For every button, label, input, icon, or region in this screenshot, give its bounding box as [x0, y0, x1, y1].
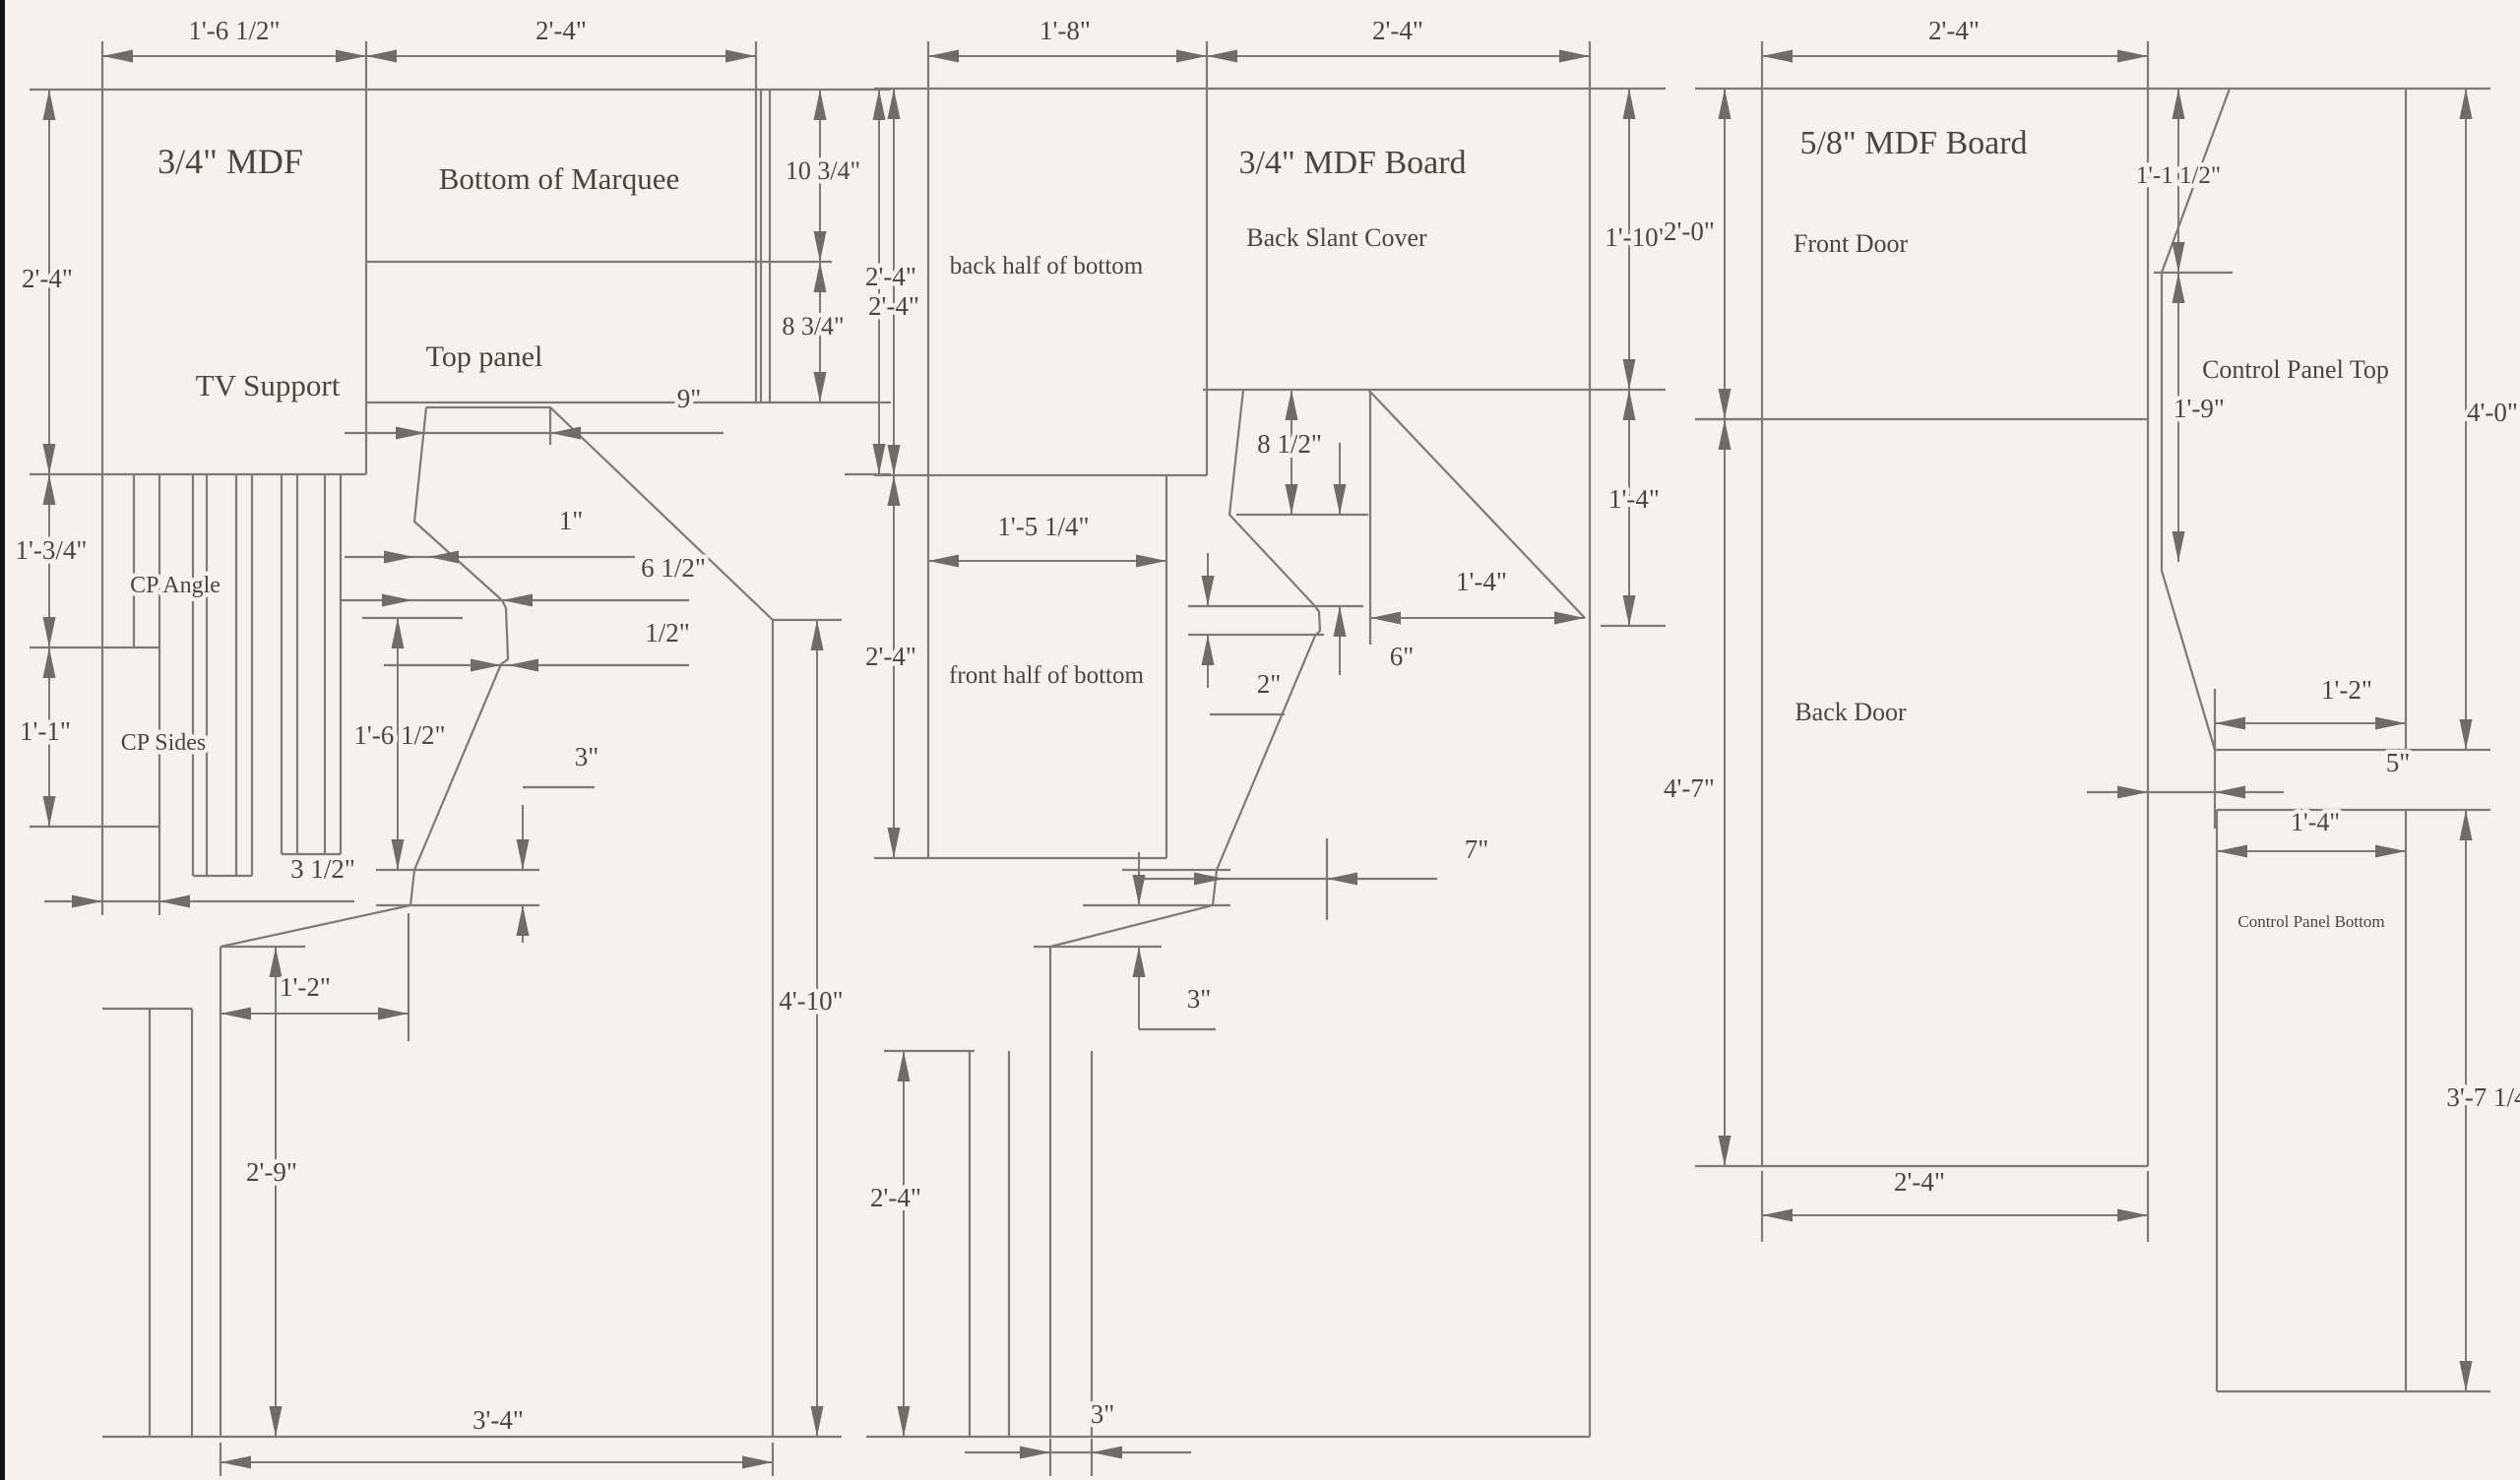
right-sheet-dimensions: [1718, 49, 2473, 1391]
left-sheet-dim-bezel-1: 1": [559, 506, 584, 535]
back-slant-line: [1367, 389, 1586, 619]
left-sheet-dim-left-height-2: 1'-3/4": [16, 535, 88, 565]
right-sheet-dim-back-door-height: 4'-7": [1664, 773, 1715, 803]
middle-sheet-dim-left-height-2: 2'-4": [865, 642, 916, 671]
right-sheet-dim-cpt-upper: 1'-9": [2174, 394, 2225, 423]
middle-sheet-dim-back-cover-height: 1'-10": [1605, 222, 1669, 252]
middle-sheet-dim-notch-2: 2": [1257, 669, 1282, 699]
left-sheet-dim-left-height-3: 1'-1": [20, 716, 71, 746]
left-sheet-dim-marquee-top: 9": [677, 384, 702, 413]
left-sheet-part-cp-sides: CP Sides: [121, 730, 206, 756]
scan-edge-artifact: [0, 0, 5, 1480]
left-sheet-dim-bottom-width: 3'-4": [472, 1405, 524, 1435]
right-sheet-dim-cpt-bottom-width: 1'-2": [2321, 675, 2372, 705]
right-sheet-sheet-title: 5/8" MDF Board: [1799, 125, 2027, 161]
middle-sheet-dim-bottom-3: 3": [1091, 1399, 1115, 1429]
right-sheet-dim-cpt-height: 4'-0": [2467, 398, 2518, 427]
middle-sheet-dim-wrist-7: 7": [1465, 834, 1489, 864]
middle-sheet-dim-marquee-front: 8 1/2": [1257, 429, 1322, 459]
right-sheet-dim-cpt-slant: 1'-1 1/2": [2136, 162, 2221, 189]
left-sheet-part-bottom-of-marquee: Bottom of Marquee: [439, 161, 680, 196]
left-sheet-dim-marquee-height: 10 3/4": [786, 156, 860, 185]
middle-sheet-part-back-slant-cover: Back Slant Cover: [1246, 223, 1427, 252]
middle-sheet-dim-bottom-height: 2'-4": [870, 1183, 921, 1212]
left-sheet-dim-top-width-2: 2'-4": [536, 16, 587, 45]
left-sheet-dim-kick-3half: 3 1/2": [290, 854, 355, 884]
middle-sheet-dim-front-half-width: 1'-5 1/4": [997, 512, 1089, 541]
right-sheet-dim-top-width: 2'-4": [1928, 16, 1980, 45]
labels-layer: 1'-6 1/2" 2'-4" 3/4" MDF Bottom of MarqueeT…: [11, 12, 2520, 1440]
right-sheet-dim-cpb-width: 1'-4": [2291, 808, 2340, 836]
middle-sheet-dim-notch-6: 6": [1390, 642, 1415, 671]
right-sheet-part-control-panel-top: Control Panel Top: [2202, 355, 2389, 384]
middle-sheet-dim-slant-run: 1'-4": [1456, 567, 1507, 596]
right-sheet-part-back-door: Back Door: [1795, 698, 1907, 726]
left-sheet-part-tv-support: TV Support: [196, 368, 341, 402]
left-sheet-dim-top-panel-height: 8 3/4": [782, 312, 844, 340]
middle-sheet-dim-left-height-1: 2'-4": [865, 262, 916, 291]
left-sheet-part-top-panel: Top panel: [426, 340, 543, 373]
right-sheet-part-front-door: Front Door: [1794, 229, 1909, 258]
left-sheet-part-cp-angle: CP Angle: [130, 573, 220, 598]
left-sheet-dim-bezel-6half: 6 1/2": [641, 553, 706, 583]
left-sheet-dim-left-height-1: 2'-4": [22, 264, 73, 293]
right-sheet-dim-bottom-width: 2'-4": [1894, 1167, 1945, 1197]
left-sheet-sheet-title: 3/4" MDF: [158, 142, 303, 181]
middle-sheet-part-front-half-of-bottom: front half of bottom: [949, 662, 1144, 689]
middle-sheet-dim-top-width-2: 2'-4": [1372, 16, 1423, 45]
middle-sheet-geometry: [866, 41, 1666, 1476]
back-slant-profile: [1049, 389, 1322, 949]
middle-sheet-sheet-title: 3/4" MDF Board: [1238, 145, 1466, 181]
left-sheet-dim-bezel-half: 1/2": [645, 618, 690, 648]
left-sheet-dim-front-lower: 2'-9": [246, 1157, 297, 1187]
middle-sheet-dim-step-3: 3": [1187, 984, 1212, 1014]
left-sheet-geometry: [30, 41, 891, 1476]
middle-sheet-dimensions: [887, 49, 1636, 1459]
left-sheet-dim-back-height: 4'-10": [779, 986, 843, 1016]
middle-sheet-dim-right-height-2: 1'-4": [1608, 484, 1660, 514]
right-sheet-dim-front-door-height: 2'-0": [1664, 216, 1715, 246]
right-sheet-part-control-panel-bottom: Control Panel Bottom: [2237, 912, 2384, 931]
middle-sheet-dim-top-width-1: 1'-8": [1040, 16, 1091, 45]
right-sheet-dim-offset-5: 5": [2386, 748, 2411, 777]
middle-sheet-part-back-half-of-bottom: back half of bottom: [950, 253, 1144, 279]
left-sheet-dim-top-width-1: 1'-6 1/2": [188, 16, 280, 45]
side-panel-profile: [426, 405, 774, 621]
control-panel-top-outline: [2160, 88, 2232, 751]
left-sheet-dim-right-height: 2'-4": [868, 291, 919, 321]
left-sheet-dim-cp-slant: 1'-6 1/2": [353, 720, 445, 750]
right-sheet-geometry: [1695, 41, 2490, 1393]
left-sheet-dim-step-3: 3": [575, 742, 599, 771]
left-sheet-dimensions: [42, 49, 886, 1469]
right-sheet-dim-cpb-height: 3'-7 1/4": [2446, 1082, 2520, 1112]
left-sheet-dim-step-width: 1'-2": [280, 972, 331, 1002]
